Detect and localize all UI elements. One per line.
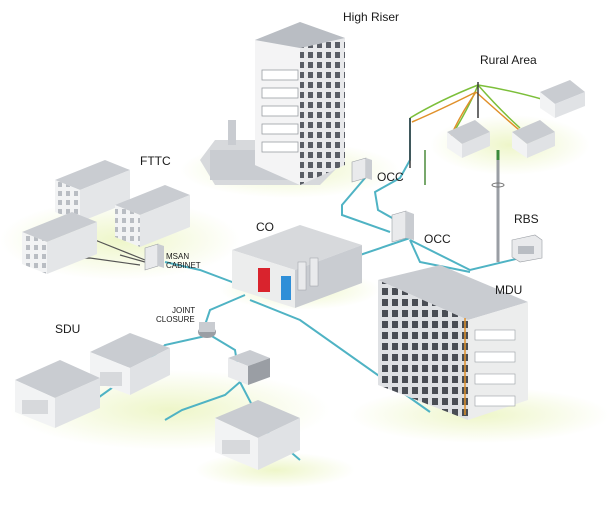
label-high-riser: High Riser [343,10,400,24]
label-occ-mid: OCC [424,232,451,246]
label-rbs: RBS [514,212,539,226]
rural-houses [447,80,585,158]
label-occ-top: OCC [377,170,404,184]
fttc-buildings [22,160,190,274]
occ-cabinet-mid [391,210,414,243]
utility-poles [409,82,479,185]
label-joint-closure-line2: CLOSURE [156,315,195,324]
label-co: CO [256,220,274,234]
rbs-tower [491,150,543,263]
high-riser-building [200,22,345,185]
sdu-houses [15,333,300,470]
mdu-building [378,265,528,420]
joint-closure [198,322,216,338]
label-mdu: MDU [495,283,523,297]
label-msan-cabinet-line1: MSAN [166,252,190,261]
label-joint-closure-line1: JOINT [172,306,196,315]
label-msan-cabinet-line2: CABINET [166,261,201,270]
label-rural-area: Rural Area [480,53,537,67]
msan-cabinet [144,243,164,271]
label-sdu: SDU [55,322,81,336]
label-fttc: FTTC [140,154,171,168]
occ-cabinet-top [351,157,372,183]
street-cabinet [228,350,270,385]
co-building [232,225,362,308]
